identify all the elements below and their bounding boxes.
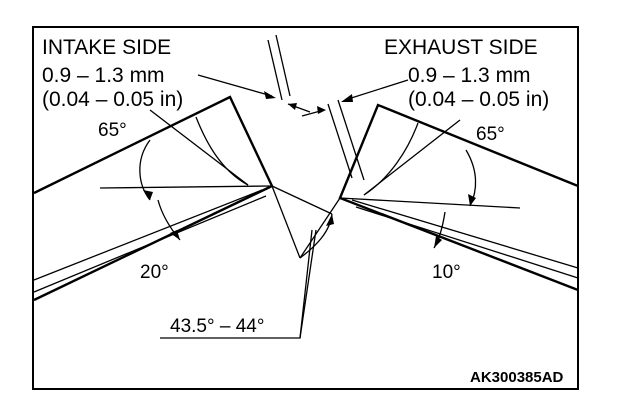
intake-valve-seat <box>33 95 333 302</box>
exhaust-edge-line <box>355 206 579 279</box>
intake-bottom-angle-label: 20° <box>140 262 169 283</box>
exhaust-face-extension <box>299 197 341 259</box>
exhaust-bottom-angle-label: 10° <box>432 262 461 283</box>
diagram-frame <box>32 26 579 390</box>
exhaust-dim-line <box>327 103 353 179</box>
exhaust-top-angle-label: 65° <box>476 124 505 145</box>
arrow-head <box>143 190 153 200</box>
face-angle-label: 43.5° – 44° <box>170 316 264 337</box>
exhaust-angle-arcs <box>433 149 477 249</box>
arrow-head <box>317 106 326 114</box>
intake-dim-line <box>275 34 291 97</box>
intake-edge-line <box>33 195 267 293</box>
intake-leader-line <box>197 74 273 97</box>
intake-angle-line <box>149 109 249 186</box>
exhaust-width-in: (0.04 – 0.05 in) <box>408 88 549 111</box>
intake-width-dimension <box>197 34 311 113</box>
face-angle-line <box>271 185 301 259</box>
exhaust-width-mm: 0.9 – 1.3 mm <box>408 64 531 87</box>
face-angle-dimension <box>160 185 334 339</box>
exhaust-side-label: EXHAUST SIDE <box>384 36 538 59</box>
intake-width-mm: 0.9 – 1.3 mm <box>42 64 165 87</box>
arrow-head <box>170 230 180 240</box>
exhaust-angle-line <box>339 197 521 209</box>
exhaust-angle-line <box>363 119 461 196</box>
intake-side-label: INTAKE SIDE <box>42 36 171 59</box>
intake-edge-line <box>33 189 263 281</box>
face-angle-leader <box>299 229 317 339</box>
arrow-head <box>264 91 276 99</box>
arrow-head <box>434 236 442 248</box>
arrow-head <box>288 103 297 110</box>
exhaust-edge-line <box>351 199 579 269</box>
exhaust-dim-line <box>337 99 365 181</box>
arrow-head <box>468 194 476 206</box>
arrow-head <box>341 94 353 102</box>
intake-top-angle-label: 65° <box>98 120 127 141</box>
intake-seat-face <box>195 116 249 186</box>
intake-width-in: (0.04 – 0.05 in) <box>42 88 183 111</box>
exhaust-leader-line <box>344 79 409 101</box>
figure-code: AK300385AD <box>470 369 564 386</box>
intake-dim-line <box>267 39 283 101</box>
exhaust-seat-outline <box>338 103 579 292</box>
exhaust-width-dimension <box>301 79 409 181</box>
intake-angle-arcs <box>139 139 181 241</box>
arrow-head <box>326 214 334 226</box>
exhaust-valve-seat <box>299 103 579 292</box>
intake-face-extension <box>271 185 333 215</box>
intake-angle-line <box>99 185 273 189</box>
